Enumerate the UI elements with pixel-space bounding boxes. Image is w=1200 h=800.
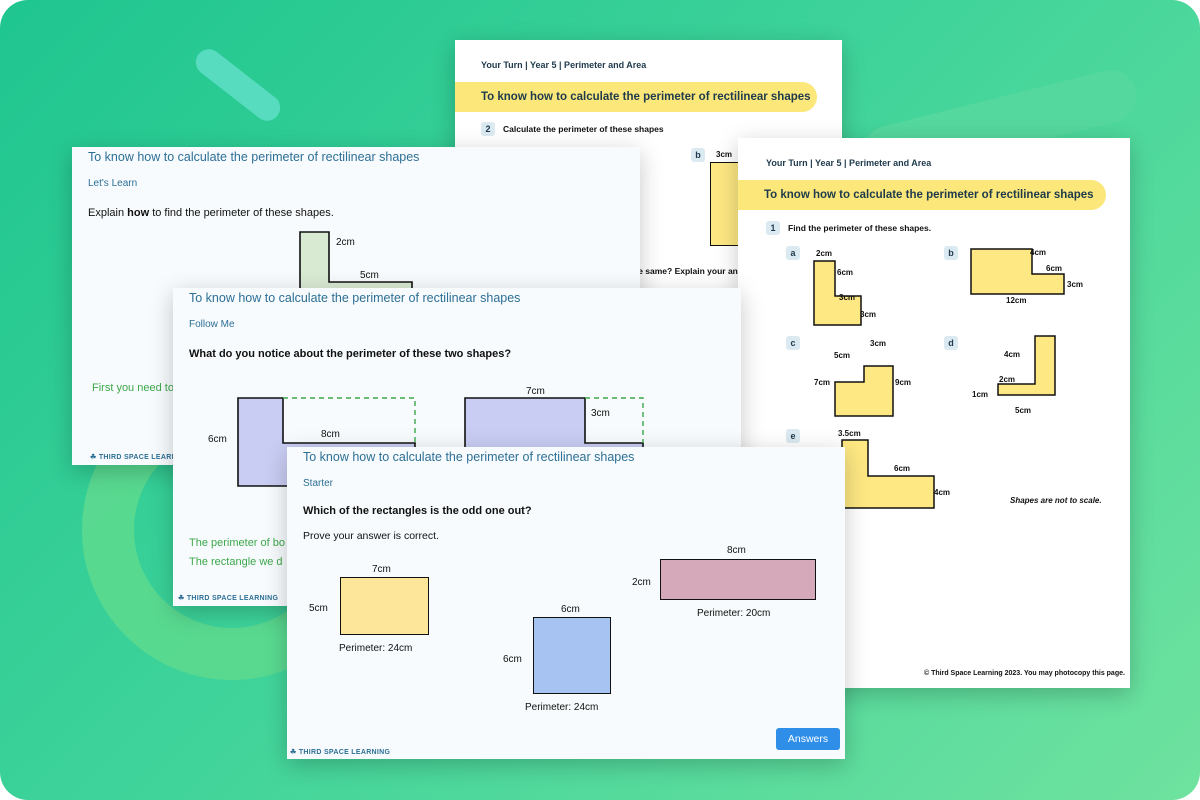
slide-section: Follow Me bbox=[189, 319, 235, 330]
scale-note: Shapes are not to scale. bbox=[1010, 496, 1102, 505]
slide-title: To know how to calculate the perimeter o… bbox=[88, 150, 420, 164]
shape-d-label-4: 5cm bbox=[1015, 406, 1032, 415]
shape-c-label-4: 9cm bbox=[895, 378, 912, 387]
rectangle-pink bbox=[660, 559, 816, 600]
shape-label: 3cm bbox=[591, 408, 610, 419]
rect1-height-label: 5cm bbox=[309, 603, 328, 614]
slide-question: Which of the rectangles is the odd one o… bbox=[303, 505, 532, 517]
rect1-width-label: 7cm bbox=[372, 564, 391, 575]
question-part: Explain bbox=[88, 207, 128, 219]
part-a-label: a bbox=[786, 246, 800, 260]
rect1-perimeter: Perimeter: 24cm bbox=[339, 643, 413, 654]
rect3-width-label: 8cm bbox=[727, 545, 746, 556]
logo-icon: ☘ bbox=[178, 595, 185, 602]
worksheet-header: Your Turn | Year 5 | Perimeter and Area bbox=[766, 158, 932, 168]
slide-prompt: Prove your answer is correct. bbox=[303, 530, 439, 542]
shape-e-label-1: 3.5cm bbox=[838, 429, 861, 438]
question-part: to find the perimeter of these shapes. bbox=[149, 207, 334, 219]
brand-logo: ☘ THIRD SPACE LEARNING bbox=[290, 748, 390, 756]
shape-label: 5cm bbox=[360, 270, 379, 281]
decor-bar-left bbox=[190, 43, 286, 127]
rect2-width-label: 6cm bbox=[561, 604, 580, 615]
part-d-label: d bbox=[944, 336, 958, 350]
shape-e-label-2: 6cm bbox=[894, 464, 911, 473]
shape-c-label-1: 3cm bbox=[870, 339, 887, 348]
logo-icon: ☘ bbox=[90, 454, 97, 461]
worksheet-banner: To know how to calculate the perimeter o… bbox=[738, 180, 1106, 210]
shape-c-label-3: 7cm bbox=[814, 378, 831, 387]
shape-d-label-3: 1cm bbox=[972, 390, 989, 399]
shape-a-label-3: 3cm bbox=[839, 293, 856, 302]
brand-logo: ☘ THIRD SPACE LEARNING bbox=[90, 453, 190, 461]
explanation-text: The rectangle we d bbox=[189, 556, 283, 568]
shape-a-label-2: 6cm bbox=[837, 268, 854, 277]
answers-button[interactable]: Answers bbox=[776, 728, 840, 750]
rectangle-yellow bbox=[340, 577, 429, 635]
question-emphasis: how bbox=[127, 207, 150, 219]
shape-b-label-1: 4cm bbox=[1030, 248, 1047, 257]
logo-text: THIRD SPACE LEARNING bbox=[298, 749, 391, 756]
rectangle-blue bbox=[533, 617, 611, 694]
shape-b-label-4: 12cm bbox=[1006, 296, 1027, 305]
shape-a bbox=[813, 248, 1065, 509]
part-b-label: b bbox=[691, 148, 705, 162]
part-c-label: c bbox=[786, 336, 800, 350]
rect2-height-label: 6cm bbox=[503, 654, 522, 665]
logo-icon: ☘ bbox=[290, 749, 297, 756]
part-e-label: e bbox=[786, 429, 800, 443]
rect2-perimeter: Perimeter: 24cm bbox=[525, 702, 599, 713]
shape-b-label-2: 6cm bbox=[1046, 264, 1063, 273]
slide-question: What do you notice about the perimeter o… bbox=[189, 348, 512, 360]
worksheet-header: Your Turn | Year 5 | Perimeter and Area bbox=[481, 60, 647, 70]
shape-a-label-1: 2cm bbox=[816, 249, 833, 258]
slide-title: To know how to calculate the perimeter o… bbox=[303, 450, 635, 464]
shape-label: 8cm bbox=[321, 429, 340, 440]
slide-title: To know how to calculate the perimeter o… bbox=[189, 291, 521, 305]
question-number: 2 bbox=[481, 122, 495, 136]
logo-text: THIRD SPACE LEARNING bbox=[186, 595, 279, 602]
shape-c-label-2: 5cm bbox=[834, 351, 851, 360]
partial-question: ne same? Explain your ans bbox=[633, 266, 743, 276]
hint-text: First you need to bbox=[92, 382, 174, 394]
slide-starter: To know how to calculate the perimeter o… bbox=[287, 447, 845, 759]
brand-logo: ☘ THIRD SPACE LEARNING bbox=[178, 594, 278, 602]
shape-label: 2cm bbox=[336, 237, 355, 248]
shape-b-label-3: 3cm bbox=[1067, 280, 1084, 289]
slide-question: Explain how to find the perimeter of the… bbox=[88, 207, 334, 219]
slide-section: Let's Learn bbox=[88, 178, 138, 189]
logo-text: THIRD SPACE LEARNING bbox=[98, 454, 191, 461]
explanation-text: The perimeter of bo bbox=[189, 537, 285, 549]
shape-e-label-3: 4cm bbox=[934, 488, 951, 497]
question-number: 1 bbox=[766, 221, 780, 235]
shape-d-label-2: 2cm bbox=[999, 375, 1016, 384]
question-text: Find the perimeter of these shapes. bbox=[788, 223, 932, 233]
part-b-label: b bbox=[944, 246, 958, 260]
slide-section: Starter bbox=[303, 478, 334, 489]
shape-label: 3cm bbox=[716, 150, 733, 159]
shape-label: 6cm bbox=[208, 434, 227, 445]
question-text: Calculate the perimeter of these shapes bbox=[503, 124, 664, 134]
worksheet-banner: To know how to calculate the perimeter o… bbox=[455, 82, 817, 112]
rect3-perimeter: Perimeter: 20cm bbox=[697, 608, 771, 619]
shape-a-label-4: 3cm bbox=[860, 310, 877, 319]
shape-label: 7cm bbox=[526, 386, 545, 397]
rect3-height-label: 2cm bbox=[632, 577, 651, 588]
copyright-footer: © Third Space Learning 2023. You may pho… bbox=[924, 670, 1125, 677]
shape-d-label-1: 4cm bbox=[1004, 350, 1021, 359]
